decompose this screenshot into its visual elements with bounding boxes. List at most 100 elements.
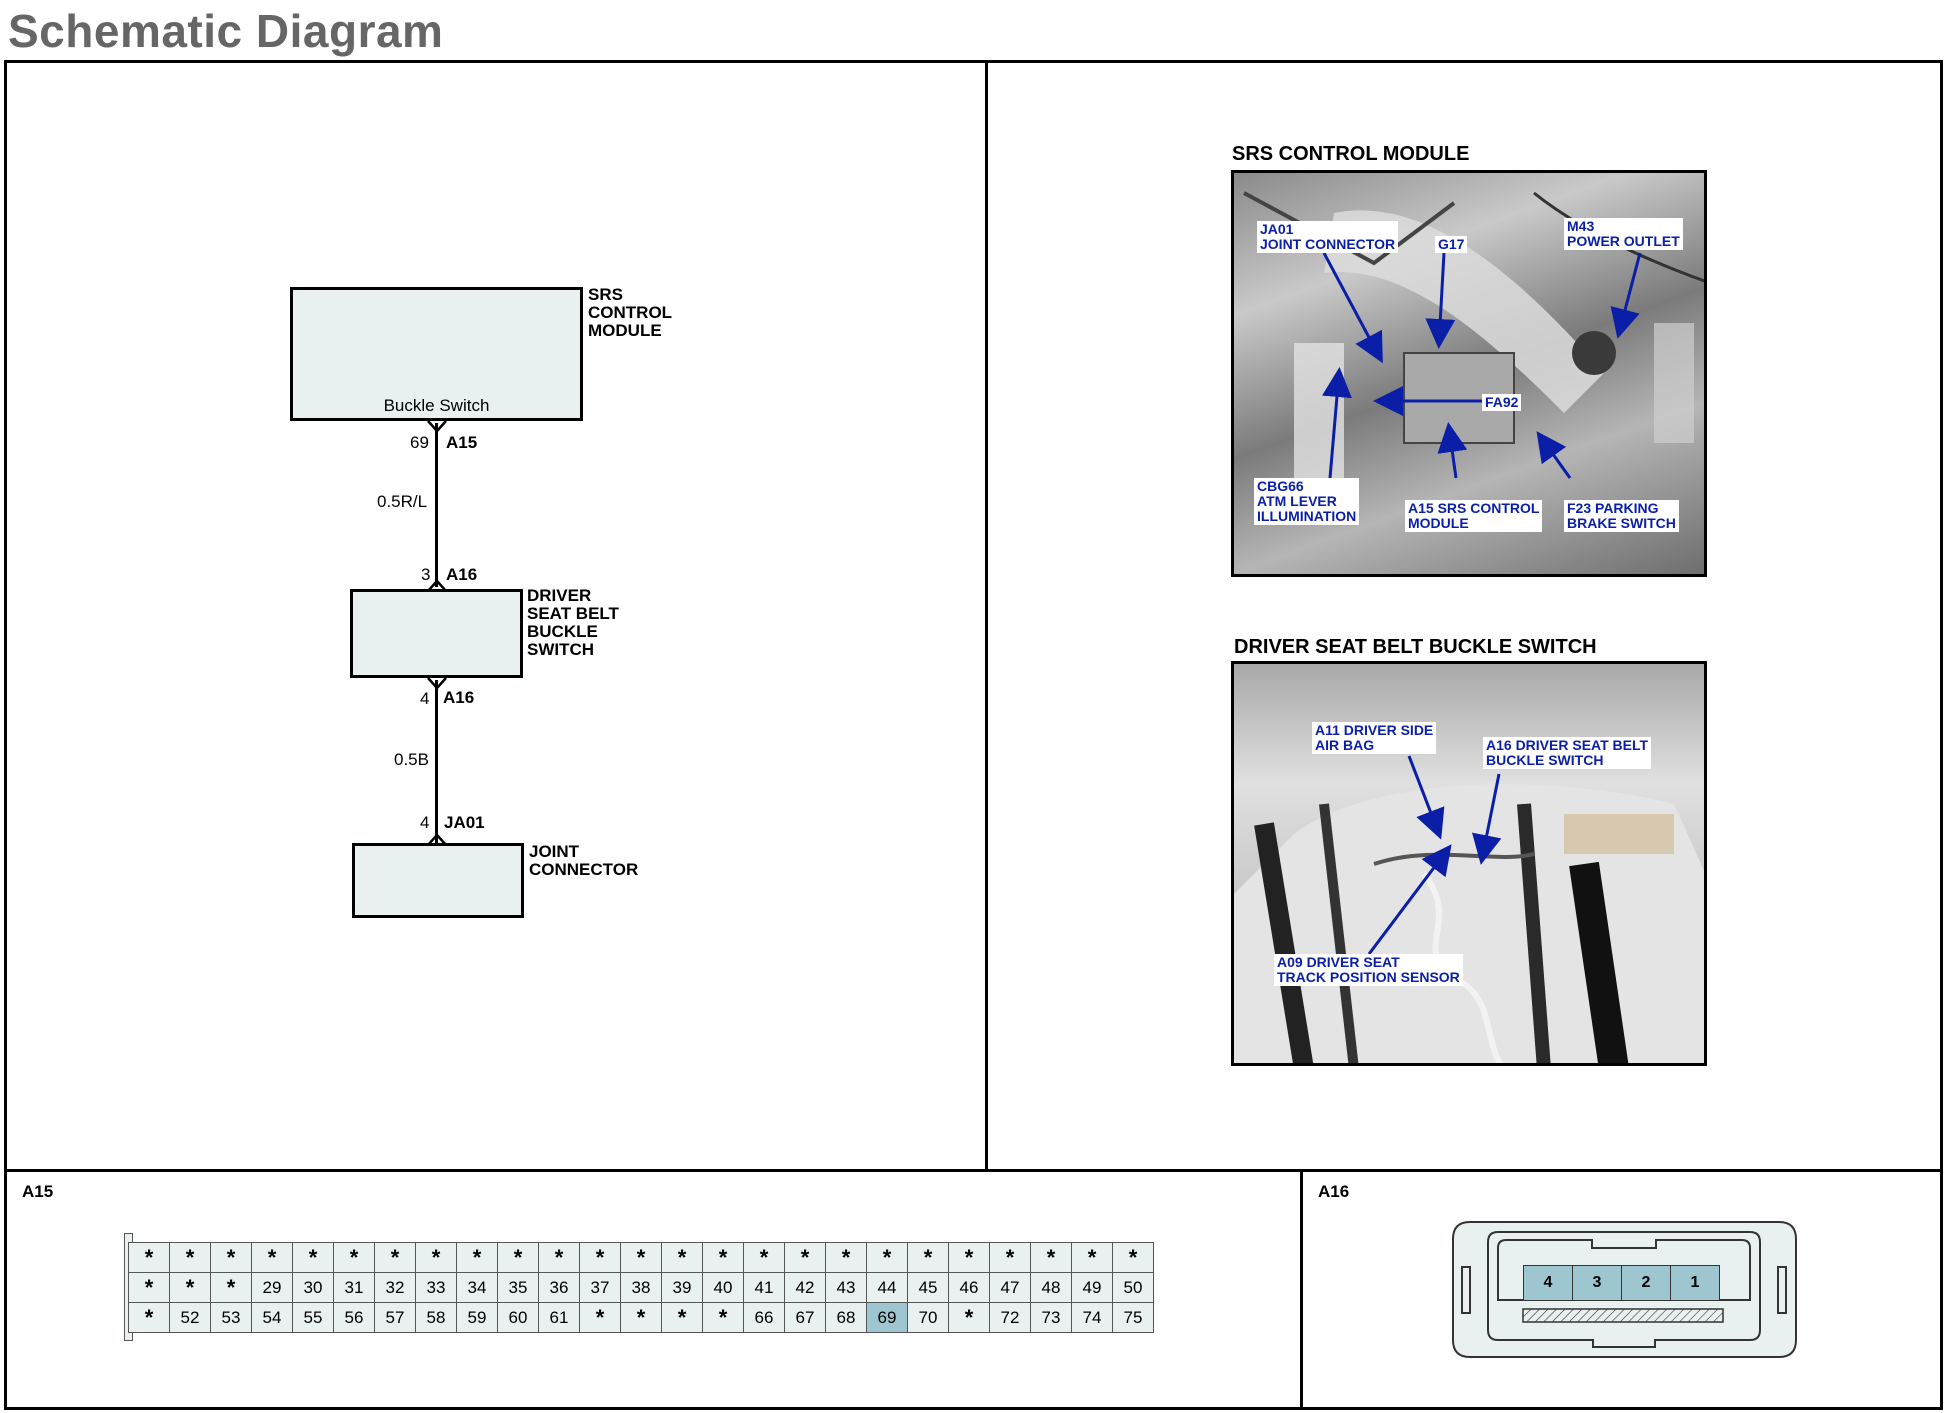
a15-pin-unused: * — [374, 1242, 416, 1273]
a15-pin-44: 44 — [866, 1272, 908, 1303]
pin-69-label: 69 — [410, 433, 429, 452]
a15-pin-35: 35 — [497, 1272, 539, 1303]
pin-4-label-joint: 4 — [420, 813, 430, 832]
a15-pin-29: 29 — [251, 1272, 293, 1303]
wire-color-label-1: 0.5R/L — [377, 492, 428, 511]
a15-pin-55: 55 — [292, 1302, 334, 1333]
connector-terminal-a16-bottom — [427, 677, 447, 690]
a15-pin-73: 73 — [1030, 1302, 1072, 1333]
a15-pin-31: 31 — [333, 1272, 375, 1303]
a15-pin-unused: * — [1071, 1242, 1113, 1273]
a15-pin-74: 74 — [1071, 1302, 1113, 1333]
a15-pin-unused: * — [415, 1242, 457, 1273]
a15-pin-37: 37 — [579, 1272, 621, 1303]
a15-pin-75: 75 — [1112, 1302, 1154, 1333]
wire-0.5b — [435, 680, 438, 843]
a15-pin-43: 43 — [825, 1272, 867, 1303]
srs-photo-caption: SRS CONTROL MODULE — [1232, 143, 1470, 165]
buckle-switch-block — [350, 589, 523, 678]
a15-pin-68: 68 — [825, 1302, 867, 1333]
a15-pin-unused: * — [702, 1242, 744, 1273]
buckle-switch-label: Buckle Switch — [383, 396, 490, 415]
a15-pin-50: 50 — [1112, 1272, 1154, 1303]
a15-pin-33: 33 — [415, 1272, 457, 1303]
a15-pin-72: 72 — [989, 1302, 1031, 1333]
buckle-switch-label-text: DRIVER SEAT BELT BUCKLE SWITCH — [527, 586, 619, 659]
a15-pin-52: 52 — [169, 1302, 211, 1333]
a15-pin-unused: * — [333, 1242, 375, 1273]
page-title: Schematic Diagram — [8, 5, 444, 57]
a15-pin-unused: * — [169, 1272, 211, 1303]
a15-pin-42: 42 — [784, 1272, 826, 1303]
a15-pin-unused: * — [784, 1242, 826, 1273]
srs-photo-scene — [1243, 191, 1704, 483]
a15-pin-unused: * — [948, 1242, 990, 1273]
a15-pin-unused: * — [661, 1242, 703, 1273]
connector-ja01-label: JA01 — [444, 813, 485, 832]
pin-3-label: 3 — [421, 565, 431, 584]
a15-pin-unused: * — [210, 1272, 252, 1303]
a15-pin-unused: * — [579, 1242, 621, 1273]
a15-pin-41: 41 — [743, 1272, 785, 1303]
a15-pin-38: 38 — [620, 1272, 662, 1303]
tag-g17: G17 — [1435, 236, 1468, 253]
a15-pin-unused: * — [743, 1242, 785, 1273]
a15-pin-58: 58 — [415, 1302, 457, 1333]
a15-pin-unused: * — [538, 1242, 580, 1273]
a15-pin-56: 56 — [333, 1302, 375, 1333]
a15-pin-unused: * — [989, 1242, 1031, 1273]
a15-pin-39: 39 — [661, 1272, 703, 1303]
a15-pin-unused: * — [128, 1272, 170, 1303]
a15-pin-60: 60 — [497, 1302, 539, 1333]
a15-pin-67: 67 — [784, 1302, 826, 1333]
a15-pin-61: 61 — [538, 1302, 580, 1333]
a15-pin-unused: * — [497, 1242, 539, 1273]
joint-connector-label: JOINT CONNECTOR — [529, 842, 639, 879]
a15-pin-47: 47 — [989, 1272, 1031, 1303]
a15-pin-59: 59 — [456, 1302, 498, 1333]
connector-a16-panel — [1300, 1169, 1943, 1410]
a16-pin-1: 1 — [1671, 1266, 1719, 1300]
a15-pin-57: 57 — [374, 1302, 416, 1333]
a15-pin-unused: * — [210, 1242, 252, 1273]
a15-pin-unused: * — [620, 1242, 662, 1273]
a15-pin-69: 69 — [866, 1302, 908, 1333]
a15-pin-unused: * — [866, 1242, 908, 1273]
a15-pin-unused: * — [292, 1242, 334, 1273]
connector-terminal-a15 — [427, 420, 447, 433]
a15-pin-unused: * — [1030, 1242, 1072, 1273]
a16-pin-2: 2 — [1622, 1266, 1671, 1300]
buckle-photo-caption: DRIVER SEAT BELT BUCKLE SWITCH — [1234, 636, 1597, 658]
a15-pin-32: 32 — [374, 1272, 416, 1303]
a15-pin-34: 34 — [456, 1272, 498, 1303]
a15-pin-unused: * — [1112, 1242, 1154, 1273]
a15-pin-49: 49 — [1071, 1272, 1113, 1303]
a15-pin-40: 40 — [702, 1272, 744, 1303]
wire-color-label-2: 0.5B — [394, 750, 429, 769]
a15-pin-unused: * — [661, 1302, 703, 1333]
srs-control-module-label: SRS CONTROL MODULE — [588, 285, 673, 340]
a16-pin-4: 4 — [1524, 1266, 1573, 1300]
a15-pin-53: 53 — [210, 1302, 252, 1333]
joint-connector-block — [352, 843, 524, 918]
connector-terminal-a16-top — [427, 579, 447, 592]
a15-pin-unused: * — [251, 1242, 293, 1273]
a15-pin-54: 54 — [251, 1302, 293, 1333]
connector-a15-title: A15 — [22, 1182, 54, 1201]
connector-terminal-ja01 — [427, 833, 447, 846]
srs-control-module-block: Buckle Switch — [290, 287, 583, 421]
a15-pin-70: 70 — [907, 1302, 949, 1333]
a15-pin-45: 45 — [907, 1272, 949, 1303]
a15-pin-unused: * — [128, 1242, 170, 1273]
a15-pin-unused: * — [456, 1242, 498, 1273]
srs-photo-arrows — [1322, 252, 1642, 479]
